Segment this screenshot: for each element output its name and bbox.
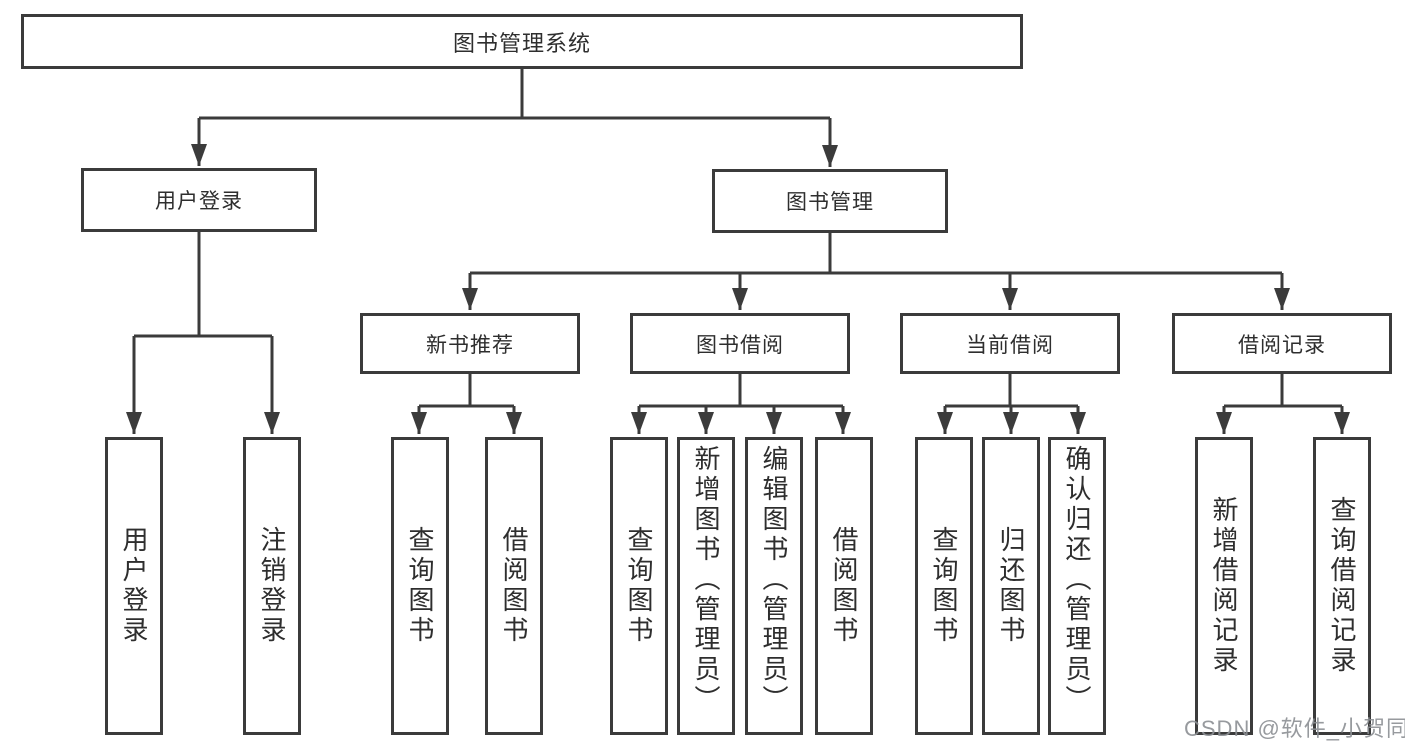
connector-current-borrow-bus <box>945 374 1078 408</box>
leaf-query-borrow-record-label: 查询借阅记录 <box>1327 496 1357 676</box>
leaf-borrow-books-2-label: 借阅图书 <box>829 526 859 646</box>
node-user-login: 用户登录 <box>81 168 317 232</box>
node-user-login-label: 用户登录 <box>155 190 243 213</box>
leaf-logout-label: 注销登录 <box>257 526 287 646</box>
leaf-query-books-2-label: 查询图书 <box>624 526 654 646</box>
node-book-management-label: 图书管理 <box>786 191 874 214</box>
leaf-add-books-admin: 新增图书（管理员） <box>677 437 735 735</box>
leaf-edit-books-admin: 编辑图书（管理员） <box>745 437 803 735</box>
leaf-edit-books-admin-label: 编辑图书（管理员） <box>759 445 789 715</box>
connector-new-book-bus <box>419 374 514 408</box>
leaf-logout: 注销登录 <box>243 437 301 735</box>
leaf-user-login-label: 用户登录 <box>119 526 149 646</box>
node-current-borrow: 当前借阅 <box>900 313 1120 374</box>
leaf-query-borrow-record: 查询借阅记录 <box>1313 437 1371 735</box>
connector-book-management-bus <box>470 233 1282 275</box>
node-borrow-records: 借阅记录 <box>1172 313 1392 374</box>
node-book-borrow-label: 图书借阅 <box>696 333 784 357</box>
connector-root-bus <box>199 69 830 120</box>
leaf-add-books-admin-label: 新增图书（管理员） <box>691 445 721 715</box>
leaf-add-borrow-record: 新增借阅记录 <box>1195 437 1253 735</box>
connector-borrow-records-bus <box>1224 374 1342 408</box>
leaf-confirm-return-admin-label: 确认归还（管理员） <box>1062 445 1092 715</box>
node-new-book-recommend-label: 新书推荐 <box>426 333 514 357</box>
node-borrow-records-label: 借阅记录 <box>1238 333 1326 357</box>
node-book-borrow: 图书借阅 <box>630 313 850 374</box>
leaf-return-books-label: 归还图书 <box>996 526 1026 646</box>
leaf-borrow-books-2: 借阅图书 <box>815 437 873 735</box>
leaf-add-borrow-record-label: 新增借阅记录 <box>1209 496 1239 676</box>
leaf-query-books-1-label: 查询图书 <box>405 526 435 646</box>
leaf-confirm-return-admin: 确认归还（管理员） <box>1048 437 1106 735</box>
leaf-borrow-books-1: 借阅图书 <box>485 437 543 735</box>
connector-user-login-bus <box>134 232 272 338</box>
node-root-library-system: 图书管理系统 <box>21 14 1023 69</box>
leaf-query-books-1: 查询图书 <box>391 437 449 735</box>
node-current-borrow-label: 当前借阅 <box>966 333 1054 357</box>
node-book-management: 图书管理 <box>712 169 948 233</box>
leaf-return-books: 归还图书 <box>982 437 1040 735</box>
connector-book-borrow-bus <box>639 374 843 408</box>
leaf-query-books-3: 查询图书 <box>915 437 973 735</box>
leaf-user-login: 用户登录 <box>105 437 163 735</box>
csdn-watermark: CSDN @软件_小贺同学 <box>1184 716 1405 741</box>
leaf-query-books-2: 查询图书 <box>610 437 668 735</box>
leaf-borrow-books-1-label: 借阅图书 <box>499 526 529 646</box>
node-new-book-recommend: 新书推荐 <box>360 313 580 374</box>
leaf-query-books-3-label: 查询图书 <box>929 526 959 646</box>
node-root-label: 图书管理系统 <box>452 30 591 56</box>
